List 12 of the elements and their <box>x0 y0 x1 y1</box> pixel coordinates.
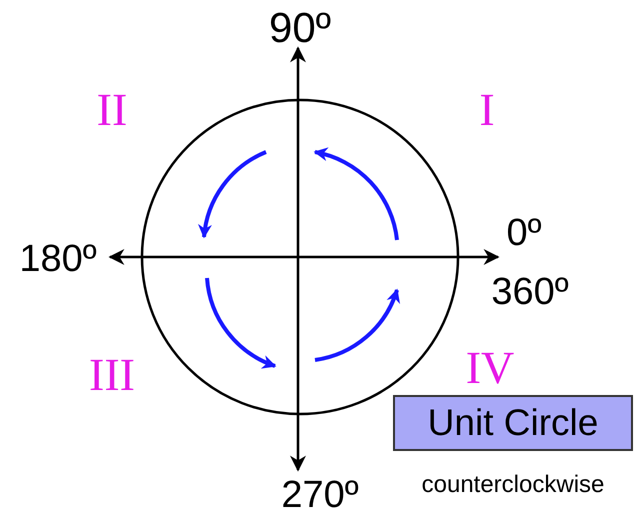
caption-text: counterclockwise <box>422 471 604 499</box>
angle-label: 0º <box>506 214 542 252</box>
angle-label: 90º <box>268 7 332 49</box>
angle-label: 270º <box>281 476 359 514</box>
title-box <box>393 395 633 451</box>
quadrant-label: IV <box>466 345 514 391</box>
quadrant-label: I <box>479 87 495 133</box>
angle-label: 360º <box>491 273 569 311</box>
title-text: Unit Circle <box>428 402 598 444</box>
quadrant-label: III <box>89 352 135 398</box>
quadrant-label: II <box>96 87 128 133</box>
angle-label: 180º <box>19 240 97 278</box>
